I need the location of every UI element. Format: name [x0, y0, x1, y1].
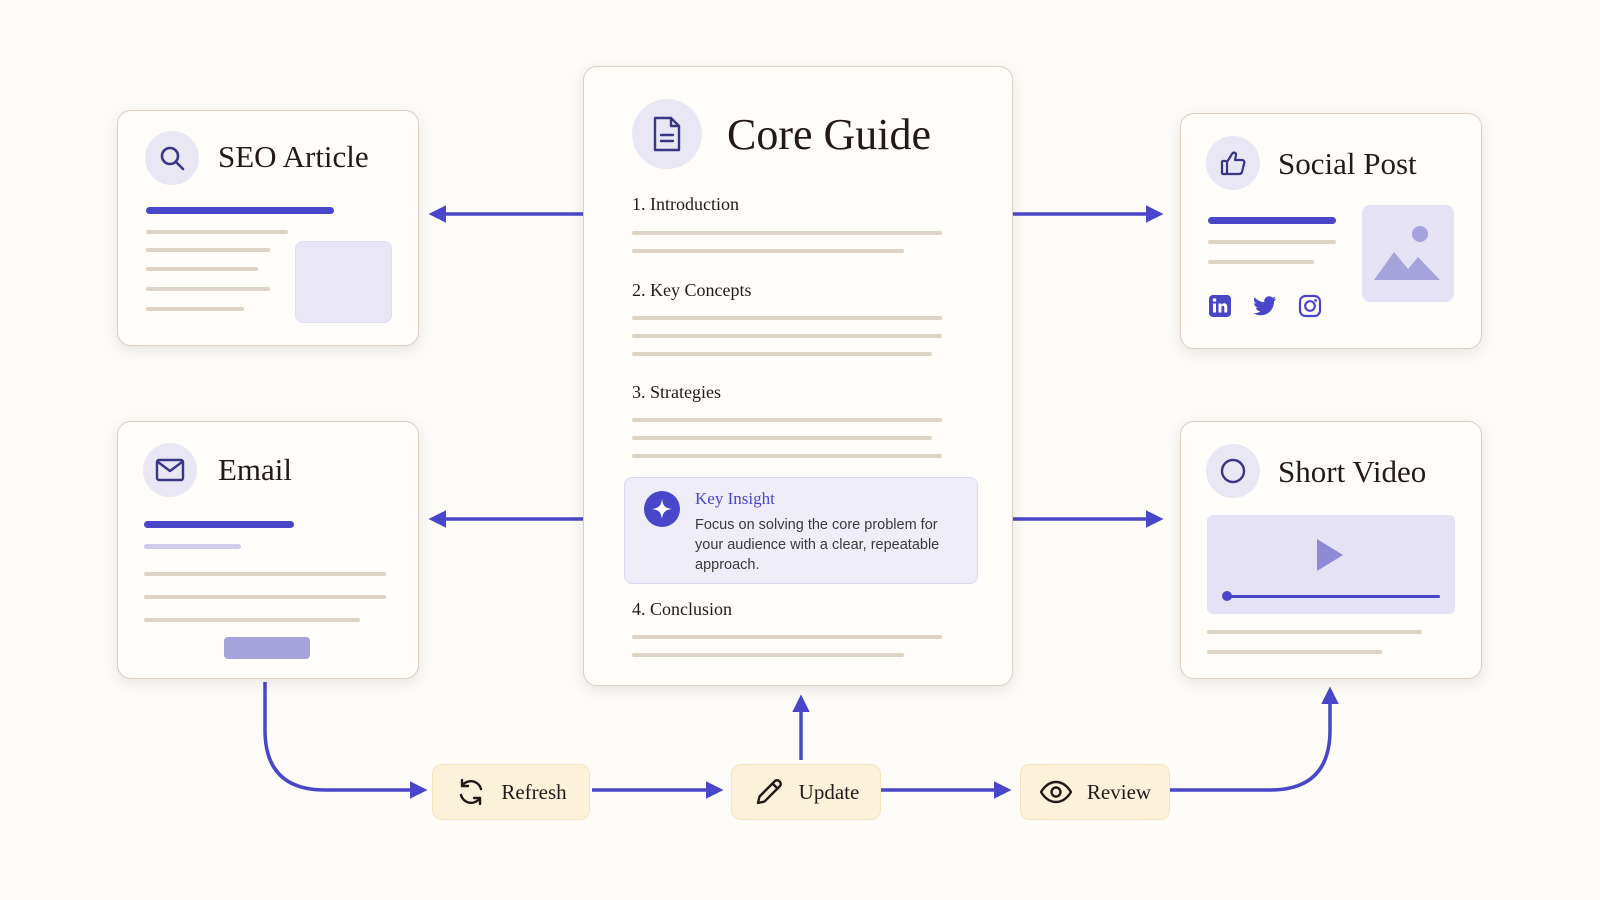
text-line	[632, 352, 932, 356]
seo-article-card: SEO Article	[117, 110, 419, 346]
text-line	[144, 572, 386, 576]
play-icon	[1317, 539, 1343, 571]
text-line	[146, 287, 270, 291]
search-icon	[145, 131, 199, 185]
arrow-review-to-video	[1168, 686, 1339, 792]
thumbs-up-icon	[1206, 136, 1260, 190]
update-label: Update	[798, 779, 860, 804]
text-line	[632, 231, 942, 235]
sparkle-icon	[644, 491, 680, 527]
short-video-card: Short Video	[1180, 421, 1482, 679]
review-step: Review	[1020, 764, 1170, 820]
text-line	[632, 249, 904, 253]
key-insight-body: Focus on solving the core problem for yo…	[695, 517, 940, 573]
refresh-step: Refresh	[432, 764, 590, 820]
text-line	[146, 267, 258, 271]
core-guide-card: Core Guide 1. Introduction 2. Key Concep…	[583, 66, 1013, 686]
twitter-icon	[1253, 295, 1277, 317]
text-line	[144, 595, 386, 599]
headline-bar	[146, 207, 334, 214]
text-line	[632, 454, 942, 458]
subheadline-bar	[144, 544, 241, 549]
text-line	[146, 230, 288, 234]
review-label: Review	[1086, 779, 1152, 804]
text-line	[146, 248, 270, 252]
social-post-title: Social Post	[1278, 146, 1417, 181]
section-heading-strategies: 3. Strategies	[632, 382, 721, 402]
arrow-email-to-refresh	[263, 682, 428, 799]
pencil-icon	[756, 779, 782, 805]
text-line	[1207, 630, 1422, 634]
image-placeholder	[295, 241, 392, 323]
text-line	[1208, 260, 1314, 264]
update-step: Update	[731, 764, 881, 820]
linkedin-icon	[1208, 294, 1232, 318]
seo-article-title: SEO Article	[218, 139, 369, 174]
short-video-title: Short Video	[1278, 454, 1427, 489]
video-progress-bar	[1228, 595, 1440, 598]
document-icon	[632, 99, 702, 169]
core-guide-title: Core Guide	[727, 110, 932, 159]
key-insight-title: Key Insight	[695, 489, 775, 508]
instagram-icon	[1298, 294, 1322, 318]
email-card: Email	[117, 421, 419, 679]
text-line	[632, 635, 942, 639]
key-insight-callout: Key Insight Focus on solving the core pr…	[624, 477, 978, 584]
image-placeholder	[1362, 205, 1454, 302]
section-heading-key-concepts: 2. Key Concepts	[632, 280, 752, 300]
headline-bar	[144, 521, 294, 528]
text-line	[1207, 650, 1382, 654]
video-player	[1207, 515, 1455, 614]
section-heading-introduction: 1. Introduction	[632, 194, 739, 214]
section-heading-conclusion: 4. Conclusion	[632, 599, 733, 619]
text-line	[1208, 240, 1336, 244]
text-line	[632, 418, 942, 422]
text-line	[632, 653, 904, 657]
text-line	[146, 307, 244, 311]
circle-icon	[1206, 444, 1260, 498]
eye-icon	[1039, 780, 1073, 804]
text-line	[632, 436, 932, 440]
envelope-icon	[143, 443, 197, 497]
social-post-card: Social Post	[1180, 113, 1482, 349]
text-line	[632, 316, 942, 320]
email-title: Email	[218, 452, 293, 487]
text-line	[632, 334, 942, 338]
video-scrubber-handle	[1222, 591, 1232, 601]
text-line	[144, 618, 360, 622]
refresh-icon	[460, 778, 483, 806]
headline-bar	[1208, 217, 1336, 224]
call-to-action-button	[224, 637, 310, 659]
refresh-label: Refresh	[501, 779, 567, 804]
